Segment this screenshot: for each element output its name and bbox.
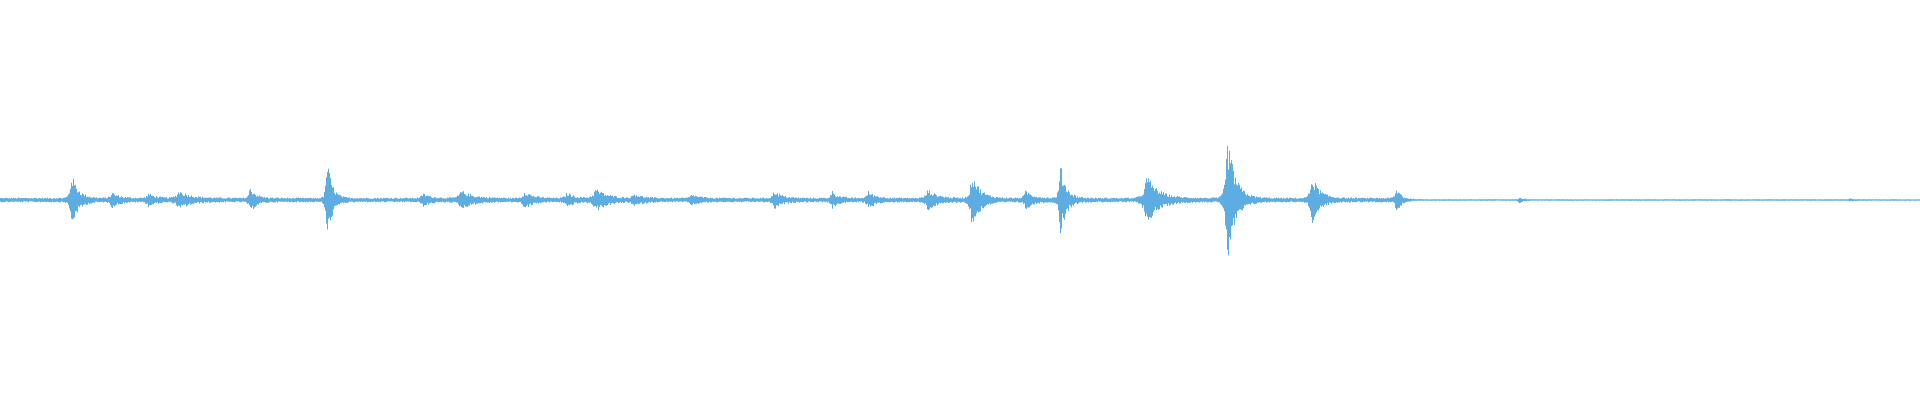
waveform-trace xyxy=(0,145,1920,256)
